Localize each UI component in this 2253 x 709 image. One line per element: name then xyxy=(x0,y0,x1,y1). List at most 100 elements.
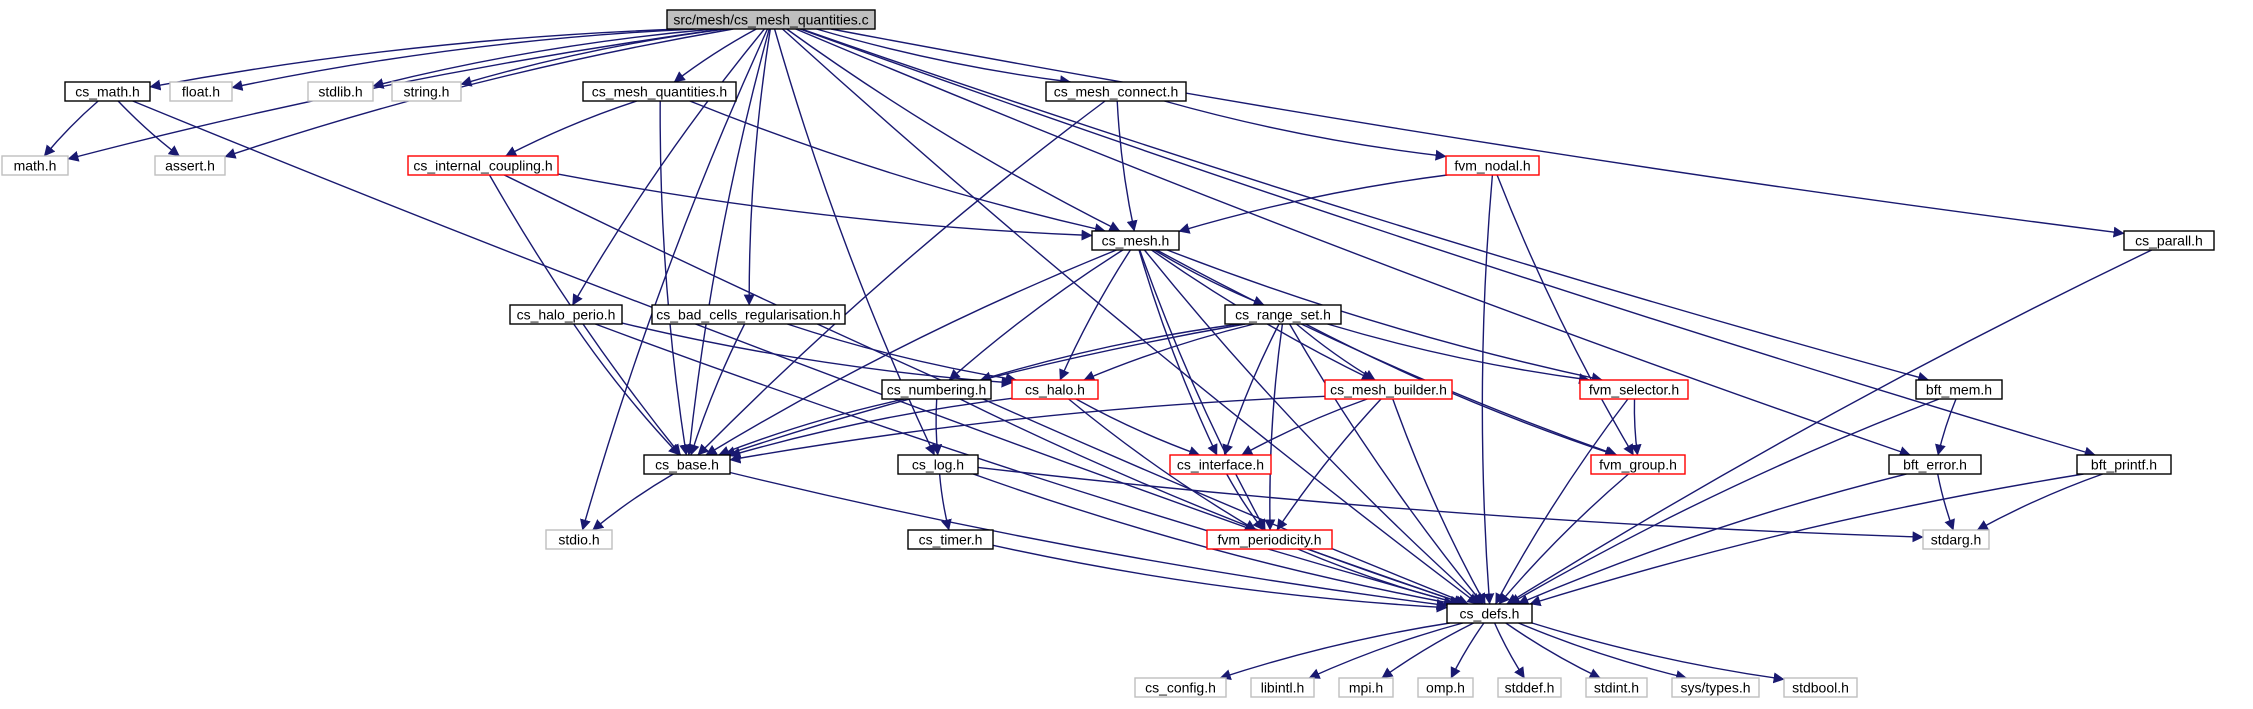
node-label: cs_mesh_quantities.h xyxy=(592,84,727,100)
node-box xyxy=(1169,454,1272,475)
node-cs-mesh-quantities[interactable]: cs_mesh_quantities.h xyxy=(582,81,737,102)
edge-cs_range_set-to-fvm_group xyxy=(1305,323,1617,457)
node-stdlib: stdlib.h xyxy=(307,81,374,102)
edge-cs_mesh_builder-to-cs_defs xyxy=(1392,398,1486,605)
edge-root-to-cs_defs xyxy=(782,28,1479,605)
edge-root-to-cs_bad_cells xyxy=(743,28,771,306)
node-stdbool: stdbool.h xyxy=(1783,677,1858,698)
edge-cs_mesh_builder-to-cs_base xyxy=(729,395,1326,464)
edge-root-to-cs_mesh xyxy=(786,28,1121,232)
node-box xyxy=(64,81,151,102)
edge-cs_range_set-to-cs_halo xyxy=(1083,323,1255,382)
node-cs-halo[interactable]: cs_halo.h xyxy=(1011,379,1099,400)
node-label: float.h xyxy=(182,84,220,100)
edge-root-to-float xyxy=(231,28,696,91)
edge-cs_mesh-to-fvm_group xyxy=(1156,249,1618,457)
edge-fvm_nodal-to-cs_mesh xyxy=(1178,174,1448,234)
edge-cs_timer-to-cs_defs xyxy=(992,544,1448,613)
node-label: cs_defs.h xyxy=(1460,606,1520,622)
edge-fvm_nodal-to-cs_defs xyxy=(1481,174,1495,605)
edge-bft_error-to-cs_defs xyxy=(1517,473,1907,605)
node-fvm-group[interactable]: fvm_group.h xyxy=(1590,454,1686,475)
node-bft-mem[interactable]: bft_mem.h xyxy=(1915,379,2003,400)
node-box xyxy=(1206,529,1333,550)
node-box xyxy=(651,304,846,325)
node-cs-config: cs_config.h xyxy=(1134,677,1227,698)
edge-cs_halo-to-cs_interface xyxy=(1075,398,1201,457)
node-box xyxy=(1590,454,1686,475)
edge-cs_range_set-to-fvm_periodicity xyxy=(1264,323,1284,531)
edge-fvm_nodal-to-fvm_group xyxy=(1496,174,1635,456)
node-string: string.h xyxy=(391,81,462,102)
node-label: fvm_periodicity.h xyxy=(1217,532,1321,548)
edge-cs_defs-to-systypes xyxy=(1518,622,1688,681)
node-cs-bad-cells[interactable]: cs_bad_cells_regularisation.h xyxy=(651,304,846,325)
node-cs-interface[interactable]: cs_interface.h xyxy=(1169,454,1272,475)
edge-root-to-assert xyxy=(224,28,734,159)
node-cs-log[interactable]: cs_log.h xyxy=(897,454,979,475)
node-box xyxy=(1,155,69,176)
node-systypes: sys/types.h xyxy=(1671,677,1760,698)
node-label: cs_parall.h xyxy=(2135,233,2203,249)
node-cs-base[interactable]: cs_base.h xyxy=(643,454,731,475)
node-cs-mesh-builder[interactable]: cs_mesh_builder.h xyxy=(1324,379,1453,400)
node-bft-printf[interactable]: bft_printf.h xyxy=(2076,454,2172,475)
node-bft-error[interactable]: bft_error.h xyxy=(1888,454,1982,475)
edge-cs_base-to-cs_defs xyxy=(729,471,1448,610)
node-label: string.h xyxy=(404,84,450,100)
edge-cs_defs-to-cs_config xyxy=(1219,622,1450,680)
node-cs-timer[interactable]: cs_timer.h xyxy=(907,529,994,550)
node-box xyxy=(643,454,731,475)
edge-cs_halo_perio-to-cs_base xyxy=(573,323,680,456)
node-cs-numbering[interactable]: cs_numbering.h xyxy=(881,379,992,400)
node-cs-parall[interactable]: cs_parall.h xyxy=(2123,230,2215,251)
node-cs-halo-perio[interactable]: cs_halo_perio.h xyxy=(509,304,623,325)
edge-cs_halo_perio-to-cs_halo xyxy=(621,322,1013,388)
edge-root-to-bft_printf xyxy=(799,28,2096,458)
node-box xyxy=(1338,677,1394,698)
node-box xyxy=(881,379,992,400)
node-math: math.h xyxy=(1,155,69,176)
node-label: assert.h xyxy=(165,158,215,174)
node-assert: assert.h xyxy=(154,155,226,176)
node-label: sys/types.h xyxy=(1680,680,1750,696)
node-libintl: libintl.h xyxy=(1250,677,1315,698)
node-box xyxy=(2123,230,2215,251)
node-label: fvm_group.h xyxy=(1599,457,1677,473)
node-fvm-selector[interactable]: fvm_selector.h xyxy=(1579,379,1689,400)
edge-root-to-bft_error xyxy=(795,28,1911,457)
node-fvm-nodal[interactable]: fvm_nodal.h xyxy=(1445,155,1540,176)
edge-cs_mesh-to-fvm_periodicity xyxy=(1139,249,1266,531)
edge-cs_mesh_builder-to-cs_interface xyxy=(1241,398,1368,456)
node-box xyxy=(509,304,623,325)
node-label: stddef.h xyxy=(1505,680,1555,696)
node-label: fvm_nodal.h xyxy=(1454,158,1530,174)
edge-cs_interface-to-fvm_periodicity xyxy=(1226,473,1264,531)
node-label: bft_mem.h xyxy=(1926,382,1992,398)
node-root[interactable]: src/mesh/cs_mesh_quantities.c xyxy=(666,9,876,30)
node-cs-range-set[interactable]: cs_range_set.h xyxy=(1224,304,1342,325)
node-cs-mesh-connect[interactable]: cs_mesh_connect.h xyxy=(1045,81,1187,102)
node-box xyxy=(545,529,613,550)
node-omp: omp.h xyxy=(1417,677,1474,698)
node-box xyxy=(2076,454,2172,475)
node-cs-mesh[interactable]: cs_mesh.h xyxy=(1091,230,1180,251)
node-label: bft_error.h xyxy=(1903,457,1967,473)
node-box xyxy=(1497,677,1562,698)
edge-cs_math-to-assert xyxy=(117,100,180,157)
node-box xyxy=(1445,155,1540,176)
edge-cs_log-to-cs_timer xyxy=(938,473,952,531)
node-cs-math[interactable]: cs_math.h xyxy=(64,81,151,102)
edge-cs_range_set-to-fvm_selector xyxy=(1327,323,1591,385)
node-fvm-periodicity[interactable]: fvm_periodicity.h xyxy=(1206,529,1333,550)
node-label: stdint.h xyxy=(1594,680,1639,696)
edge-cs_mesh-to-cs_halo xyxy=(1059,249,1131,381)
node-cs-internal-coupling[interactable]: cs_internal_coupling.h xyxy=(407,155,559,176)
node-label: cs_log.h xyxy=(912,457,964,473)
edge-cs_range_set-to-cs_mesh_builder xyxy=(1295,323,1376,381)
edge-cs_numbering-to-cs_log xyxy=(931,398,943,456)
edge-cs_log-to-stdarg xyxy=(977,466,1924,543)
node-label: stdbool.h xyxy=(1792,680,1849,696)
node-cs-defs[interactable]: cs_defs.h xyxy=(1446,603,1533,624)
node-box xyxy=(897,454,979,475)
